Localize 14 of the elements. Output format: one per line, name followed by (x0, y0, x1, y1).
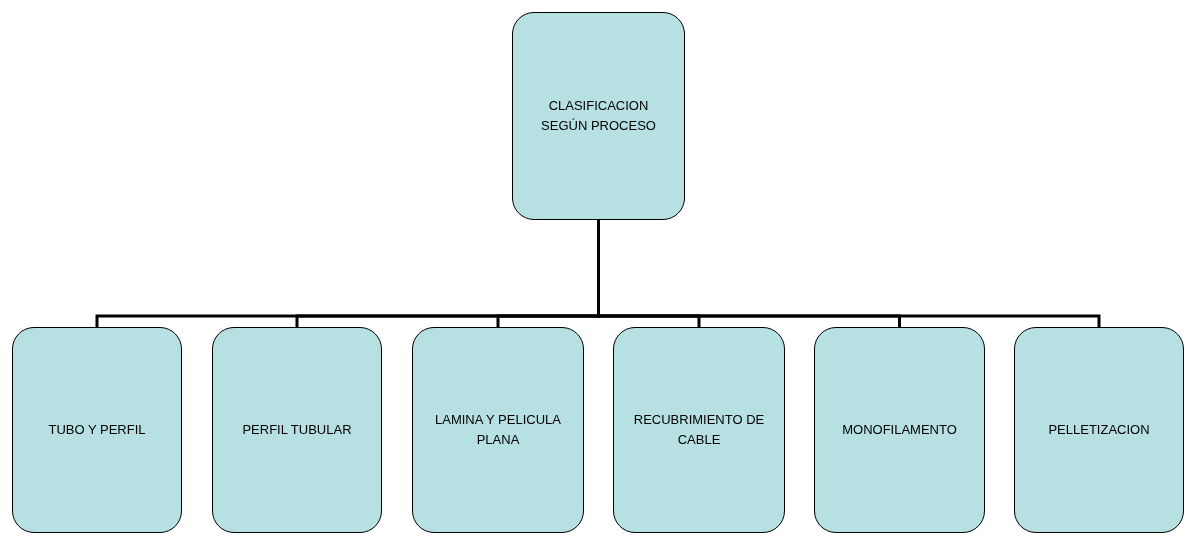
box-label: PELLETIZACION (1048, 421, 1150, 439)
box-label: MONOFILAMENTO (842, 421, 957, 439)
process-box (814, 327, 985, 533)
box-label: LAMINA Y PELICULA PLANA (434, 411, 562, 449)
process-box (512, 12, 685, 220)
box-label: RECUBRIMIENTO DE CABLE (632, 411, 766, 449)
process-box (412, 327, 584, 533)
process-box (12, 327, 182, 533)
box-label: PERFIL TUBULAR (242, 421, 352, 439)
process-box (613, 327, 785, 533)
process-box (1014, 327, 1184, 533)
box-label: TUBO Y PERFIL (48, 421, 146, 439)
box-label: CLASIFICACION SEGÚN PROCESO (540, 97, 657, 135)
process-box (212, 327, 382, 533)
